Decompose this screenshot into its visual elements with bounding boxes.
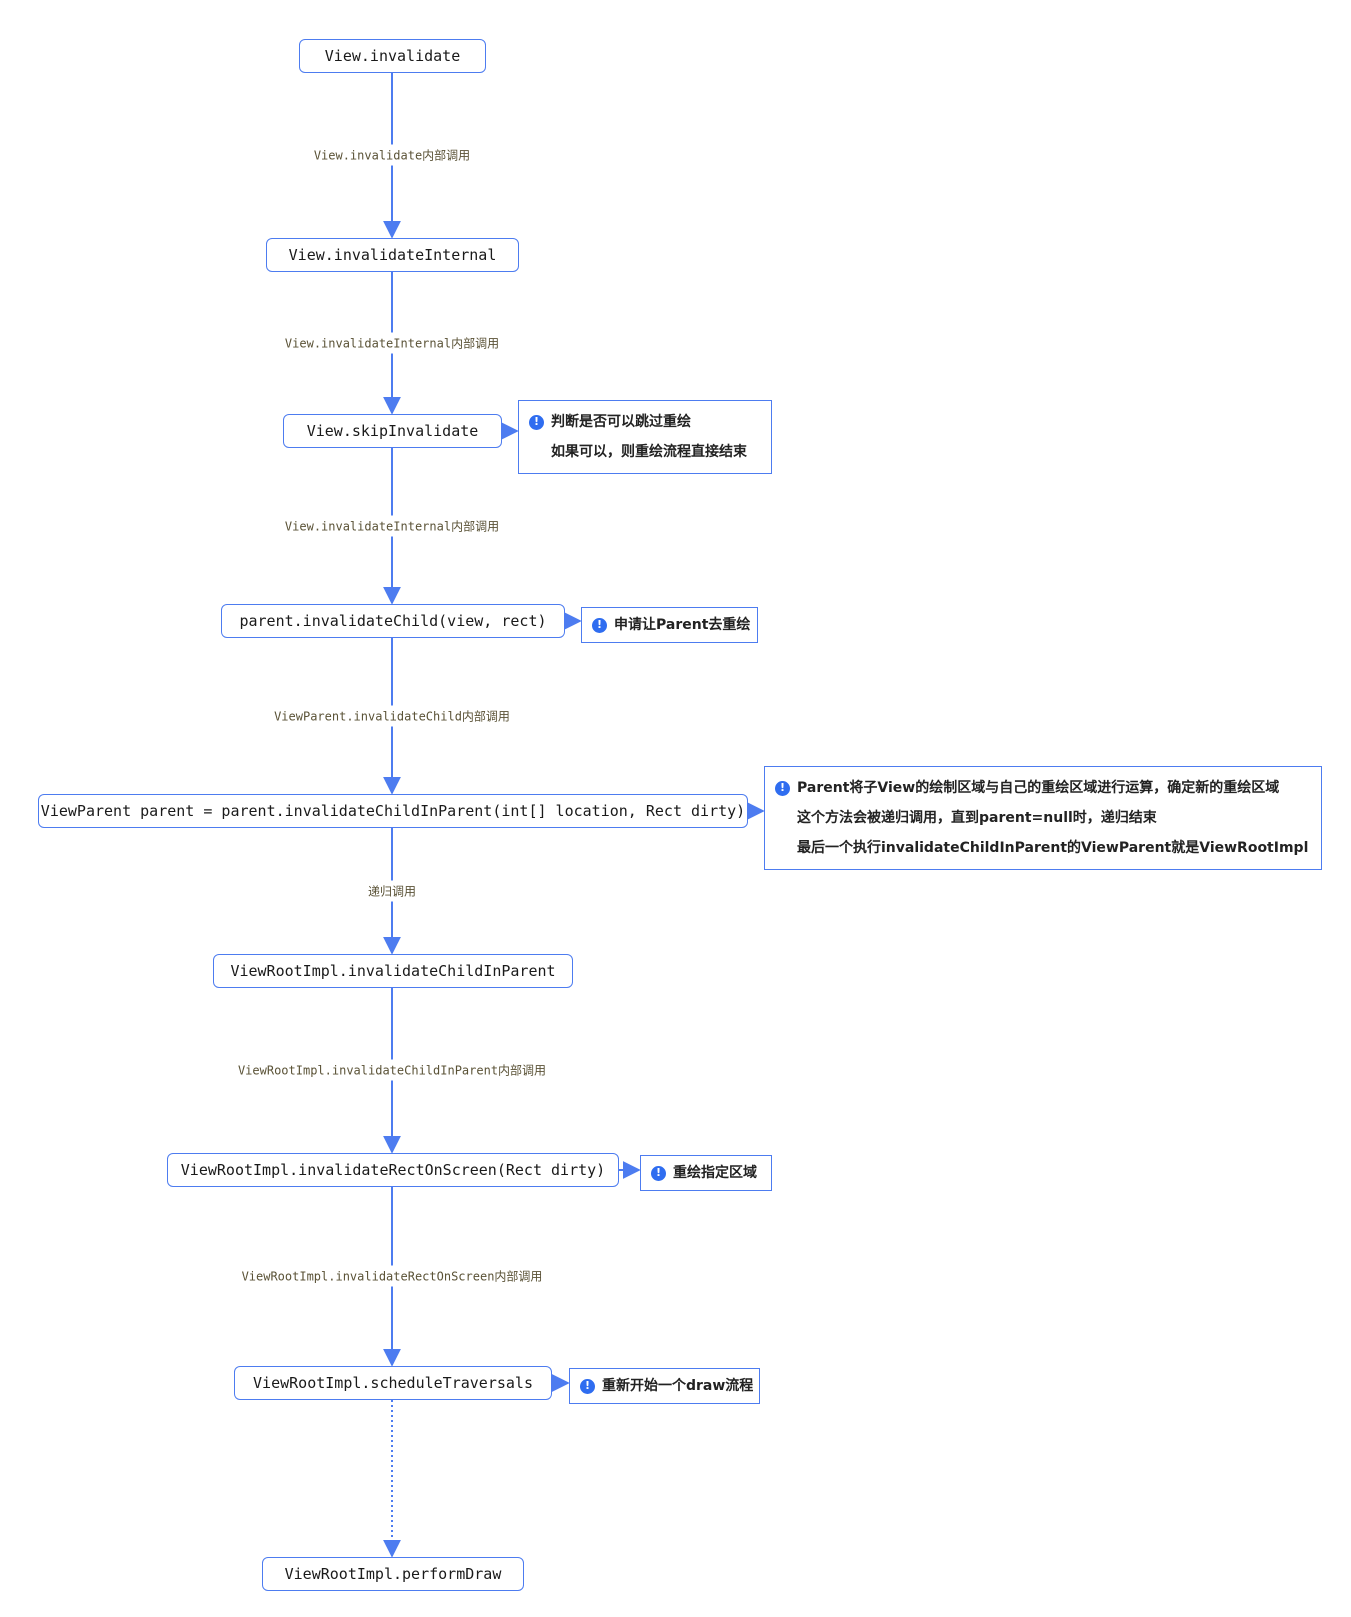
edge-label: View.invalidateInternal内部调用: [280, 515, 504, 536]
note-line: 如果可以，则重绘流程直接结束: [529, 437, 761, 467]
node-n7: ViewRootImpl.invalidateRectOnScreen(Rect…: [167, 1153, 619, 1187]
node-n8: ViewRootImpl.scheduleTraversals: [234, 1366, 552, 1400]
node-n9: ViewRootImpl.performDraw: [262, 1557, 524, 1591]
note-line: ! 重新开始一个draw流程: [580, 1371, 753, 1401]
note-n7: ! 重绘指定区域: [640, 1155, 772, 1191]
note-n4: ! 申请让Parent去重绘: [581, 607, 758, 643]
note-line: ! 判断是否可以跳过重绘: [529, 407, 761, 437]
node-n4: parent.invalidateChild(view, rect): [221, 604, 565, 638]
note-text: 这个方法会被递归调用，直到parent=null时，递归结束: [797, 810, 1157, 826]
edge-label: ViewParent.invalidateChild内部调用: [270, 705, 514, 726]
node-n6: ViewRootImpl.invalidateChildInParent: [213, 954, 573, 988]
note-text: 最后一个执行invalidateChildInParent的ViewParent…: [797, 840, 1309, 856]
note-text: 申请让Parent去重绘: [614, 617, 751, 633]
node-n1: View.invalidate: [299, 39, 486, 73]
note-text: 判断是否可以跳过重绘: [551, 414, 691, 430]
info-icon: !: [529, 414, 544, 430]
note-text: 重新开始一个draw流程: [602, 1378, 754, 1394]
node-n3: View.skipInvalidate: [283, 414, 502, 448]
node-n2: View.invalidateInternal: [266, 238, 519, 272]
edge-label: ViewRootImpl.invalidateChildInParent内部调用: [233, 1059, 551, 1081]
edge-label: View.invalidateInternal内部调用: [280, 332, 504, 353]
info-icon: !: [651, 1165, 666, 1181]
note-text: 如果可以，则重绘流程直接结束: [551, 444, 747, 460]
note-n8: ! 重新开始一个draw流程: [569, 1368, 760, 1404]
note-line: 最后一个执行invalidateChildInParent的ViewParent…: [775, 833, 1311, 863]
note-n3: ! 判断是否可以跳过重绘如果可以，则重绘流程直接结束: [518, 400, 772, 474]
edge-label: View.invalidate内部调用: [309, 144, 475, 166]
note-text: Parent将子View的绘制区域与自己的重绘区域进行运算，确定新的重绘区域: [797, 780, 1280, 796]
note-n5: ! Parent将子View的绘制区域与自己的重绘区域进行运算，确定新的重绘区域这…: [764, 766, 1322, 870]
info-icon: !: [775, 780, 790, 796]
note-line: 这个方法会被递归调用，直到parent=null时，递归结束: [775, 803, 1311, 833]
edge-label: 递归调用: [363, 880, 421, 901]
note-line: ! 重绘指定区域: [651, 1158, 761, 1188]
info-icon: !: [580, 1378, 595, 1394]
note-text: 重绘指定区域: [673, 1165, 757, 1181]
node-n5: ViewParent parent = parent.invalidateChi…: [38, 794, 748, 828]
edge-label: ViewRootImpl.invalidateRectOnScreen内部调用: [237, 1265, 547, 1287]
info-icon: !: [592, 617, 607, 633]
note-line: ! Parent将子View的绘制区域与自己的重绘区域进行运算，确定新的重绘区域: [775, 773, 1311, 803]
note-line: ! 申请让Parent去重绘: [592, 610, 751, 640]
